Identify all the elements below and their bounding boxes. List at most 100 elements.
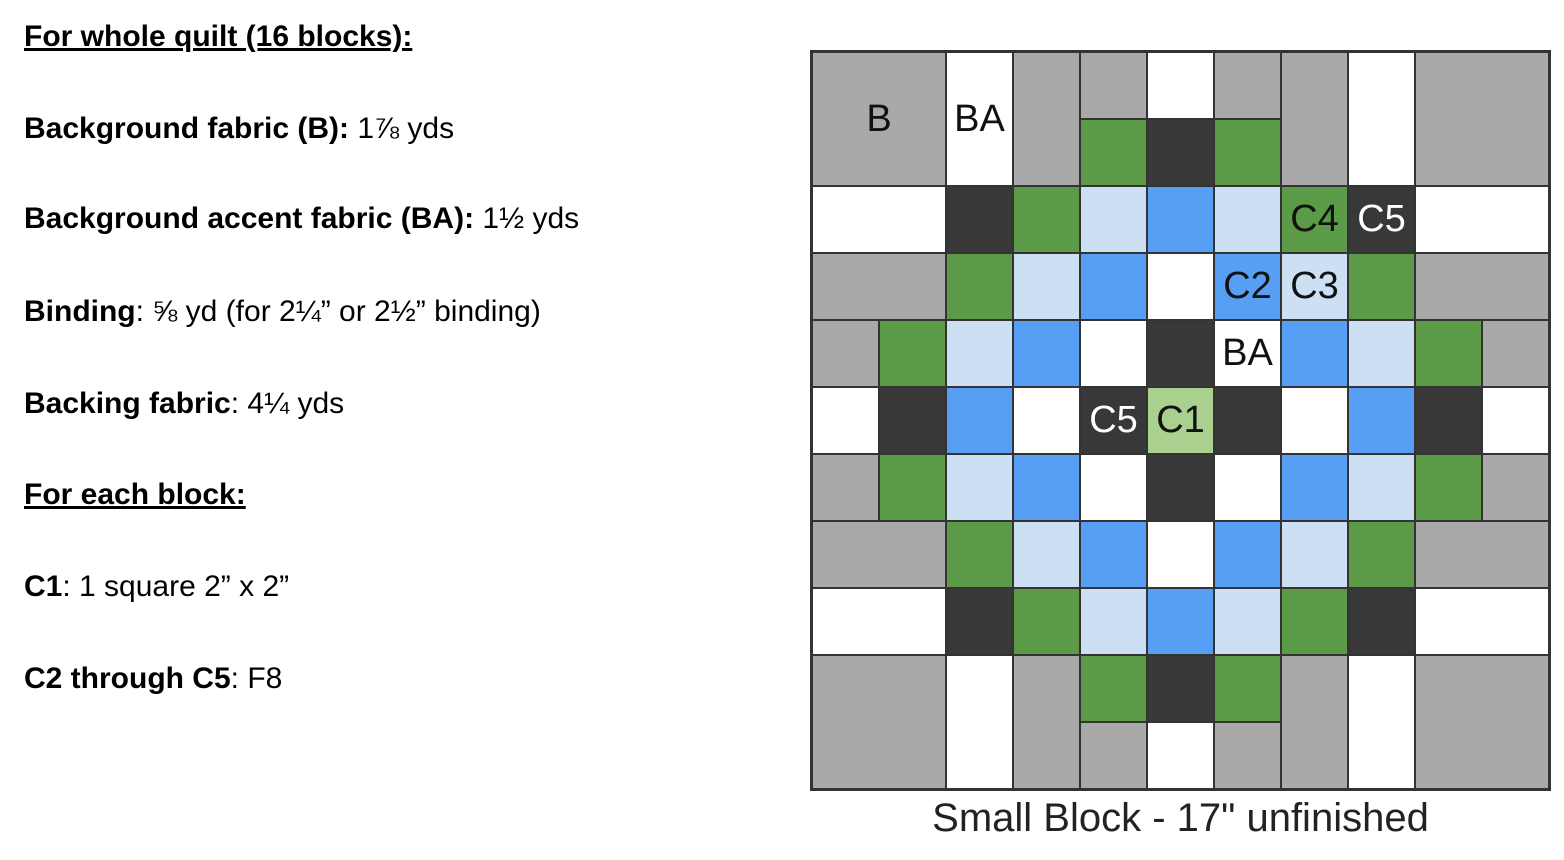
quilt-patch [946,387,1013,454]
quilt-patch [812,588,946,655]
quilt-patch: C5 [1348,186,1415,253]
quilt-patch [1013,521,1080,588]
quilt-patch [1080,253,1147,320]
quilt-patch [1415,186,1549,253]
quilt-patch [1415,52,1549,186]
quilt-patch: BA [1214,320,1281,387]
binding-line: Binding: ⅝ yd (for 2¼” or 2½” binding) [24,295,541,328]
quilt-patch [1214,454,1281,521]
quilt-patch [1281,521,1348,588]
quilt-patch [1013,186,1080,253]
quilt-patch [1415,655,1549,789]
quilt-patch [1348,454,1415,521]
quilt-patch [879,387,946,454]
c1-line: C1: 1 square 2” x 2” [24,570,290,603]
quilt-patch [1147,588,1214,655]
quilt-patch [1147,119,1214,186]
quilt-patch [879,320,946,387]
patch-label: C3 [1290,265,1339,307]
quilt-patch [812,253,946,320]
quilt-patch [1214,186,1281,253]
quilt-patch [1348,320,1415,387]
quilt-patch [1281,454,1348,521]
quilt-patch [1080,454,1147,521]
quilt-patch [1415,588,1549,655]
quilt-patch [1348,387,1415,454]
quilt-patch [812,320,879,387]
quilt-patch [1147,454,1214,521]
quilt-patch [1080,186,1147,253]
patch-label: BA [1222,332,1273,374]
quilt-patch [1080,588,1147,655]
quilt-patch [1348,588,1415,655]
patch-label: C5 [1089,399,1138,441]
quilt-patch [812,521,946,588]
quilt-patch [1482,454,1549,521]
quilt-patch: BA [946,52,1013,186]
quilt-patch [1281,588,1348,655]
quilt-patch [1147,52,1214,119]
quilt-patch [1415,320,1482,387]
quilt-patch: C1 [1147,387,1214,454]
quilt-patch [1281,387,1348,454]
patch-label: C2 [1223,265,1272,307]
quilt-patch [1348,253,1415,320]
quilt-patch [1080,52,1147,119]
quilt-patch [1482,387,1549,454]
quilt-patch: C2 [1214,253,1281,320]
quilt-patch [812,186,946,253]
quilt-patch: C4 [1281,186,1348,253]
quilt-patch [946,186,1013,253]
quilt-patch [1214,655,1281,722]
quilt-patch [1013,588,1080,655]
quilt-patch [1281,52,1348,186]
quilt-patch [946,521,1013,588]
diagram-caption: Small Block - 17" unfinished [932,796,1429,840]
quilt-patch [946,320,1013,387]
quilt-patch [1080,722,1147,789]
quilt-patch [1013,454,1080,521]
quilt-patch [1080,320,1147,387]
quilt-patch [1147,320,1214,387]
quilt-patch: C3 [1281,253,1348,320]
background-accent-line: Background accent fabric (BA): 1½ yds [24,202,580,235]
quilt-patch [1013,320,1080,387]
quilt-patch [946,588,1013,655]
quilt-patch [946,655,1013,789]
quilt-patch [1147,655,1214,722]
quilt-patch [1281,655,1348,789]
quilt-patch [812,454,879,521]
backing-fabric-line: Backing fabric: 4¼ yds [24,387,345,420]
quilt-patch [1013,655,1080,789]
quilt-patch [1080,521,1147,588]
patch-label: BA [954,97,1005,140]
patch-label: C4 [1290,198,1339,240]
quilt-patch [1013,387,1080,454]
quilt-patch [1013,253,1080,320]
each-block-heading: For each block: [24,478,246,511]
quilt-patch [1214,52,1281,119]
quilt-patch: B [812,52,946,186]
quilt-patch [1348,521,1415,588]
whole-quilt-heading: For whole quilt (16 blocks): [24,20,413,53]
background-fabric-line: Background fabric (B): 1⅞ yds [24,112,455,145]
quilt-patch [1147,186,1214,253]
quilt-patch [1214,387,1281,454]
quilt-patch [1482,320,1549,387]
quilt-patch [1214,722,1281,789]
quilt-patch [1415,454,1482,521]
quilt-patch: C5 [1080,387,1147,454]
quilt-patch [1214,119,1281,186]
quilt-patch [1080,655,1147,722]
quilt-patch [812,655,946,789]
quilt-patch [1147,253,1214,320]
quilt-patch [1348,655,1415,789]
patch-label: C1 [1156,399,1205,441]
quilt-patch [1147,722,1214,789]
quilt-patch [879,454,946,521]
patch-label: B [866,97,892,140]
quilt-patch [1214,521,1281,588]
quilt-patch [946,253,1013,320]
quilt-patch [946,454,1013,521]
